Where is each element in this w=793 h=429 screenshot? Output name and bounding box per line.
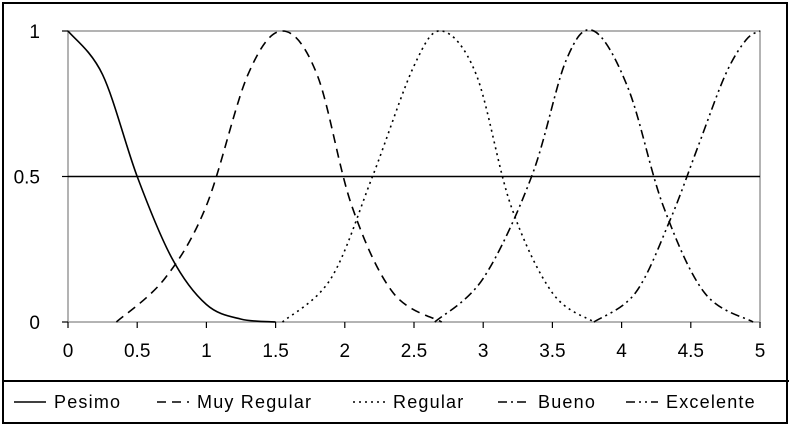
series-line-4 xyxy=(593,30,761,323)
x-tick-label: 4 xyxy=(616,341,627,362)
series-line-0 xyxy=(67,30,276,323)
legend-label-1: Muy Regular xyxy=(197,392,312,412)
x-tick-label: 0 xyxy=(63,341,74,362)
x-tick-label: 5 xyxy=(755,341,766,362)
legend-label-3: Bueno xyxy=(538,392,596,412)
series-line-3 xyxy=(434,29,754,323)
x-tick-label: 1.5 xyxy=(262,341,288,362)
series-layer xyxy=(67,29,761,323)
x-tick-label: 4.5 xyxy=(678,341,704,362)
legend-label-2: Regular xyxy=(393,392,464,412)
legend-label-4: Excelente xyxy=(666,392,756,412)
legend: Pesimo Muy Regular Regular Bueno Excelente xyxy=(4,380,789,412)
axis-ticks: 0 0.5 1 1.5 2 2.5 3 3.5 4 4.5 5 0 0.5 1 xyxy=(14,22,766,362)
series-line-1 xyxy=(115,30,443,323)
y-tick-label: 0 xyxy=(29,313,40,334)
x-tick-label: 0.5 xyxy=(124,341,150,362)
chart-frame xyxy=(2,2,788,424)
series-line-2 xyxy=(281,30,595,323)
x-tick-label: 3.5 xyxy=(539,341,565,362)
legend-label-0: Pesimo xyxy=(54,392,121,412)
plot-area xyxy=(67,30,761,323)
x-tick-label: 2.5 xyxy=(401,341,427,362)
x-tick-label: 2 xyxy=(340,341,351,362)
y-tick-label: 0.5 xyxy=(14,168,40,189)
x-tick-label: 1 xyxy=(201,341,212,362)
y-tick-label: 1 xyxy=(29,22,40,43)
x-tick-label: 3 xyxy=(478,341,489,362)
